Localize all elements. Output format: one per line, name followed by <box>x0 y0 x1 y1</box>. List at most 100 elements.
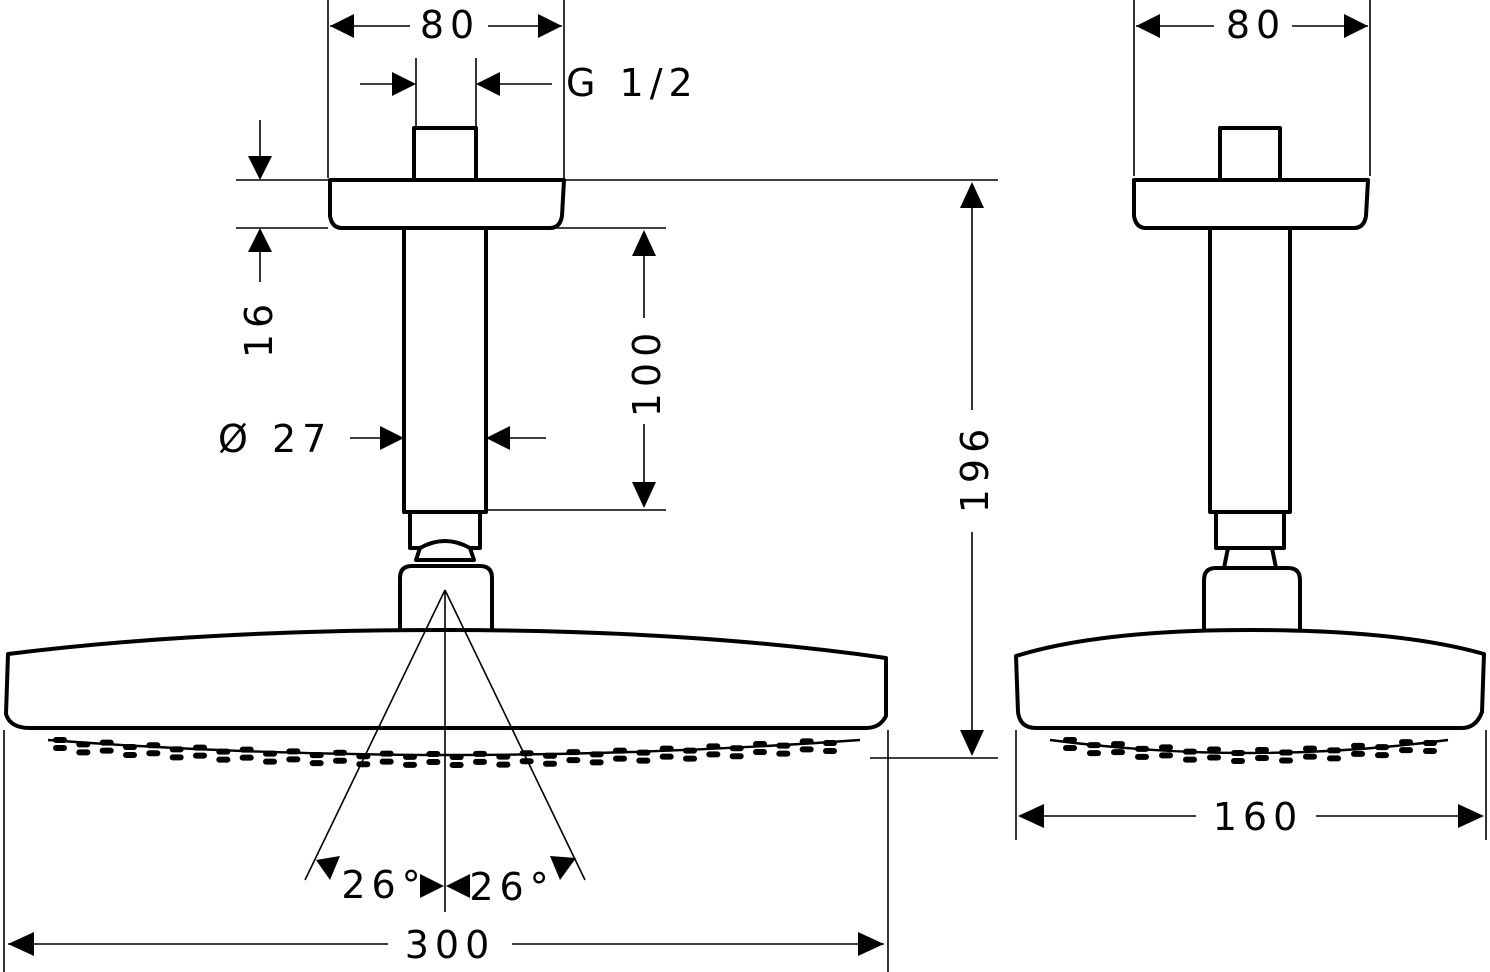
nozzle <box>309 752 324 759</box>
spray-line-left <box>304 589 446 881</box>
side-arm-tube <box>1208 226 1292 514</box>
nozzle <box>239 746 254 753</box>
label-arm-length: 100 <box>625 327 669 418</box>
nozzle <box>1279 749 1293 756</box>
nozzle <box>683 755 697 762</box>
arrow-27-right <box>486 426 510 450</box>
nozzle <box>216 756 231 763</box>
angle-arrow-left-outer <box>316 856 340 880</box>
nozzle <box>263 750 277 757</box>
arrow-thread-right <box>476 72 500 96</box>
nozzle <box>1159 752 1173 759</box>
nozzle <box>1135 753 1149 760</box>
arrow-196-top <box>960 182 984 208</box>
nozzle <box>379 750 394 757</box>
nozzle <box>496 761 511 768</box>
nozzle <box>1255 754 1269 761</box>
side-arrow-80-right <box>1344 14 1368 38</box>
nozzle <box>543 760 557 767</box>
front-arm-tube <box>402 226 488 514</box>
nozzle <box>1327 747 1341 754</box>
nozzle <box>566 757 581 764</box>
arrow-27-left <box>380 426 404 450</box>
nozzle <box>146 742 161 749</box>
arrow-16-bottom <box>248 228 272 252</box>
nozzle <box>1063 745 1077 751</box>
nozzle <box>613 747 627 754</box>
nozzle <box>1063 737 1077 743</box>
nozzle <box>193 744 207 751</box>
nozzle <box>379 758 394 765</box>
arrow-80-right <box>538 14 562 38</box>
nozzle <box>53 737 67 743</box>
nozzle <box>589 759 604 766</box>
side-joint <box>1214 510 1286 550</box>
label-arm-diameter: Ø 27 <box>218 417 332 461</box>
nozzle <box>1087 742 1101 749</box>
nozzle <box>1423 748 1437 754</box>
nozzle <box>309 760 324 767</box>
nozzle <box>1303 753 1317 760</box>
nozzle <box>449 753 464 760</box>
nozzle <box>799 746 814 753</box>
nozzle <box>473 750 487 757</box>
nozzle <box>333 749 347 756</box>
side-ceiling-flange <box>1132 178 1370 230</box>
nozzle <box>776 742 791 749</box>
nozzle <box>1135 745 1149 752</box>
front-head-connector <box>398 564 494 630</box>
nozzle <box>1327 755 1341 762</box>
nozzle <box>1351 742 1365 749</box>
label-total-height: 196 <box>953 423 997 514</box>
nozzle <box>1351 750 1365 757</box>
nozzle <box>99 747 114 754</box>
angle-arrow-right-outer <box>550 856 576 880</box>
front-shower-head <box>4 628 888 730</box>
nozzle <box>729 753 744 760</box>
label-side-flange-width: 80 <box>1226 3 1286 47</box>
nozzle <box>799 738 814 745</box>
nozzle <box>123 743 137 750</box>
nozzle <box>1111 749 1125 756</box>
nozzle <box>356 753 371 760</box>
nozzle <box>286 756 301 763</box>
label-head-depth: 160 <box>1213 795 1304 839</box>
nozzle <box>1423 740 1437 746</box>
side-nozzle-row <box>1063 737 1437 764</box>
nozzle <box>1303 745 1317 752</box>
nozzle <box>566 749 581 756</box>
arrow-16-top <box>248 156 272 180</box>
nozzle <box>589 751 604 758</box>
label-front-flange-width: 80 <box>420 3 480 47</box>
angle-arrow-left-inner <box>420 874 444 898</box>
nozzle <box>706 751 721 758</box>
nozzle <box>776 750 791 757</box>
label-head-width: 300 <box>405 923 496 967</box>
nozzle <box>1399 739 1413 746</box>
nozzle <box>403 753 417 760</box>
arrow-160-right <box>1458 804 1484 828</box>
nozzle <box>519 758 534 765</box>
arrow-thread-left <box>392 72 416 96</box>
nozzle <box>1183 756 1197 763</box>
nozzle <box>1231 757 1245 764</box>
front-ceiling-flange <box>328 178 566 230</box>
nozzle <box>76 741 91 748</box>
nozzle <box>706 743 721 750</box>
nozzle <box>636 757 651 764</box>
arrow-300-right <box>858 932 884 956</box>
nozzle <box>146 750 161 757</box>
side-shower-head <box>1014 628 1486 730</box>
nozzle <box>636 749 651 756</box>
nozzle <box>216 748 231 755</box>
nozzle <box>263 758 277 765</box>
nozzle <box>496 753 511 760</box>
arrow-100-top <box>632 230 656 256</box>
nozzle <box>403 761 417 768</box>
nozzle <box>1279 757 1293 764</box>
angle-arrow-right-inner <box>446 874 470 898</box>
side-arrow-80-left <box>1136 14 1160 38</box>
nozzle <box>286 748 301 755</box>
nozzle <box>823 740 837 746</box>
